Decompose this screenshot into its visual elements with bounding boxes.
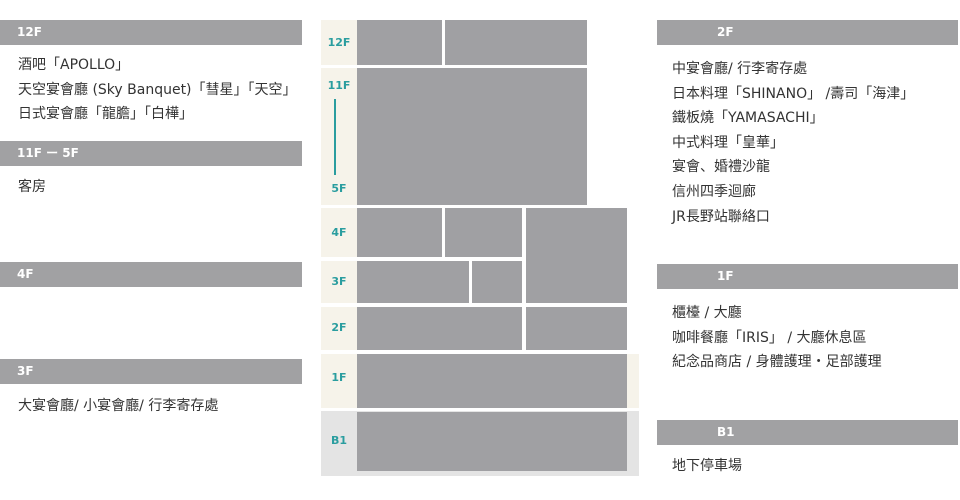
- room-block: [357, 307, 522, 350]
- floor-label-b1: B1: [330, 434, 348, 447]
- floor-label-4f: 4F: [331, 226, 347, 239]
- band-2f: [321, 307, 357, 350]
- room-block: [445, 20, 587, 65]
- list-item: JR長野站聯絡口: [672, 208, 770, 225]
- list-item: 宴會、婚禮沙龍: [672, 159, 770, 176]
- floor-label-12f: 12F: [327, 36, 351, 49]
- list-item: 日式宴會廳「龍膽」「白樺」: [18, 106, 193, 123]
- floor-header-12f: 12F: [0, 20, 302, 45]
- room-block: [357, 261, 469, 303]
- floor-label-11f: 11F: [327, 79, 351, 92]
- floor-header-4f: 4F: [0, 262, 302, 287]
- floor-label-5f: 5F: [331, 182, 347, 195]
- list-item: 日本料理「SHINANO」 /壽司「海津」: [672, 85, 915, 102]
- room-block: [526, 307, 627, 350]
- list-item: 中宴會廳/ 行李寄存處: [672, 61, 808, 77]
- list-item: 咖啡餐廳「IRIS」 / 大廳休息區: [672, 329, 867, 346]
- list-item: 鐵板燒「YAMASACHI」: [672, 110, 824, 127]
- band-4f: [321, 208, 357, 257]
- floor-b1-list: 地下停車場: [672, 454, 742, 479]
- list-item: 信州四季迴廊: [672, 183, 756, 200]
- room-block: [472, 261, 522, 303]
- list-item: 紀念品商店 / 身體護理・足部護理: [672, 354, 882, 371]
- band-12f: [321, 20, 357, 65]
- room-block: [357, 208, 442, 257]
- floor-label-3f: 3F: [331, 275, 347, 288]
- floor-header-b1: B1: [657, 420, 958, 445]
- list-item: 酒吧「APOLLO」: [18, 57, 130, 73]
- list-item: 地下停車場: [672, 458, 742, 474]
- room-block: [357, 20, 442, 65]
- list-item: 中式料理「皇華」: [672, 134, 784, 151]
- range-line: [334, 99, 336, 175]
- floor-11f-5f-list: 客房: [18, 175, 46, 200]
- floor-header-11f-5f: 11F ー 5F: [0, 141, 302, 166]
- floor-label-1f: 1F: [331, 371, 347, 384]
- band-11f-5f: [321, 68, 357, 205]
- list-item: 天空宴會廳 (Sky Banquet)「彗星」「天空」: [18, 81, 297, 98]
- floor-1f-list: 櫃檯 / 大廳 咖啡餐廳「IRIS」 / 大廳休息區 紀念品商店 / 身體護理・…: [672, 301, 882, 375]
- room-block: [357, 354, 627, 408]
- room-block: [357, 412, 627, 471]
- floor-label-2f: 2F: [331, 321, 347, 334]
- floor-header-2f: 2F: [657, 20, 958, 45]
- floor-2f-list: 中宴會廳/ 行李寄存處 日本料理「SHINANO」 /壽司「海津」 鐵板燒「YA…: [672, 57, 914, 229]
- floor-header-3f: 3F: [0, 359, 302, 384]
- list-item: 客房: [18, 179, 46, 195]
- list-item: 大宴會廳/ 小宴會廳/ 行李寄存處: [18, 398, 219, 414]
- room-block: [526, 208, 627, 303]
- floor-header-1f: 1F: [657, 264, 958, 289]
- floor-12f-list: 酒吧「APOLLO」 天空宴會廳 (Sky Banquet)「彗星」「天空」 日…: [18, 53, 297, 127]
- room-block: [357, 68, 587, 205]
- list-item: 櫃檯 / 大廳: [672, 305, 742, 321]
- room-block: [445, 208, 522, 257]
- floor-3f-list: 大宴會廳/ 小宴會廳/ 行李寄存處: [18, 394, 218, 419]
- band-3f: [321, 261, 357, 303]
